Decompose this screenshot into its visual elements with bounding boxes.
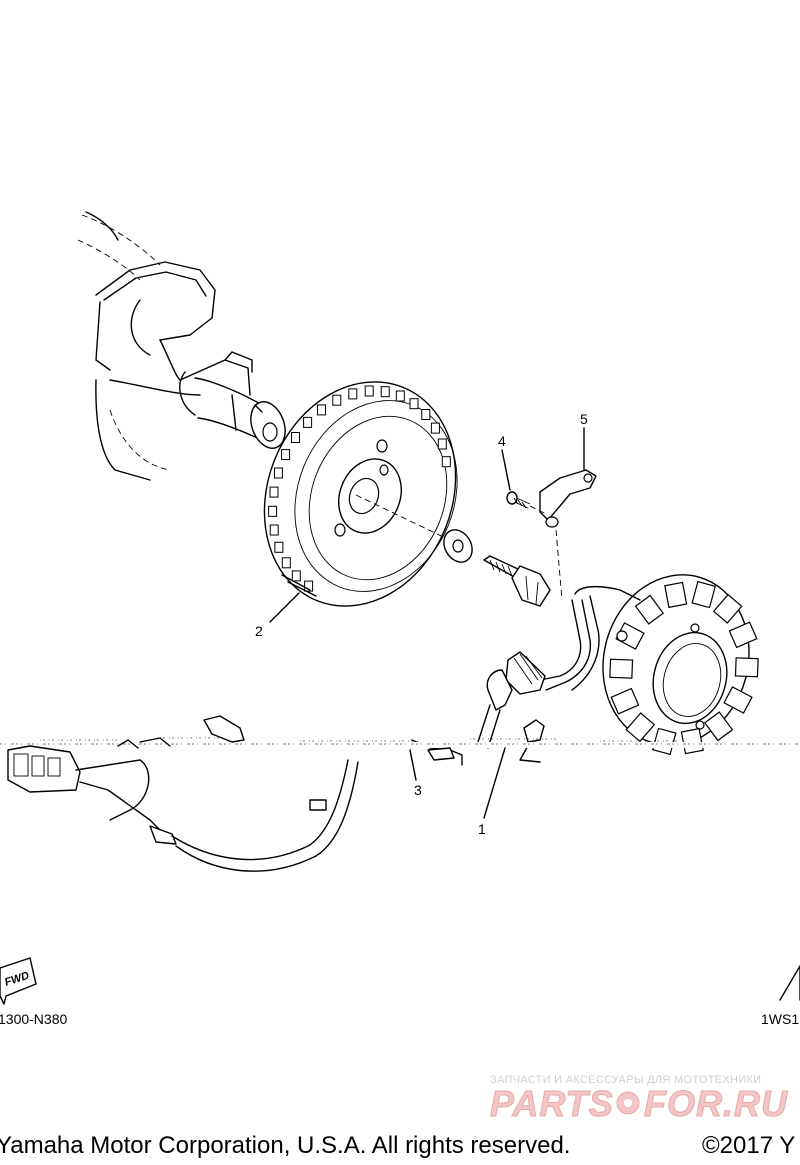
copyright-notice: Yamaha Motor Corporation, U.S.A. All rig…	[0, 1132, 570, 1159]
diagram-code-left: 1300-N380	[0, 1011, 67, 1027]
rotor-slot	[364, 385, 374, 397]
callout-4[interactable]: 4	[498, 433, 506, 449]
leader-line-screw	[501, 449, 511, 491]
rotor-slot	[409, 398, 419, 410]
watermark-tagline: ЗАПЧАСТИ И АКСЕССУАРЫ ДЛЯ МОТОТЕХНИКИ	[490, 1074, 761, 1086]
rotor-magnet-slots	[268, 385, 451, 592]
rotor-slot	[421, 409, 431, 420]
rotor-slot	[273, 467, 283, 479]
stator-coil	[634, 594, 665, 625]
rotor-slot	[303, 416, 313, 428]
rotor-slot	[281, 557, 291, 569]
rotor-slot	[441, 456, 451, 468]
diagram-code-right: 1WS1	[761, 1011, 799, 1027]
stator-coil	[664, 581, 688, 609]
rotor-slot	[317, 404, 326, 416]
watermark-brand-right: FOR.RU	[644, 1083, 788, 1124]
callout-2[interactable]: 2	[255, 623, 263, 639]
rotor-slot	[304, 580, 314, 592]
stator-coil	[625, 712, 656, 743]
stator-coil	[723, 686, 753, 714]
gear-icon	[616, 1091, 640, 1115]
stator-coil	[734, 657, 759, 678]
bolt-drawing	[443, 529, 551, 607]
copyright-year: ©2017 Y	[702, 1132, 795, 1159]
rotor-slot	[437, 438, 447, 450]
leader-line-stator	[483, 747, 506, 819]
stator-coil	[703, 711, 734, 742]
callout-1[interactable]: 1	[478, 821, 486, 837]
stator-coil	[691, 580, 716, 609]
rotor-slot	[380, 386, 390, 398]
lead-harness-drawing	[7, 715, 455, 872]
watermark-brand-left: PARTS	[490, 1083, 614, 1124]
rotor-slot	[348, 388, 358, 400]
fwd-direction-badge: FWD	[0, 957, 37, 1005]
callout-3[interactable]: 3	[414, 782, 422, 798]
rotor-slot	[395, 390, 405, 402]
rotor-slot	[281, 449, 291, 461]
stator-coils	[609, 580, 759, 756]
stator-coil	[712, 593, 743, 624]
watermark-logo: PARTS FOR.RU	[490, 1083, 788, 1125]
stator-coil	[728, 621, 758, 649]
stator-drawing	[411, 574, 759, 766]
stator-coil	[609, 658, 634, 679]
rotor-slot	[291, 432, 300, 443]
rotor-slot	[291, 570, 301, 582]
fwd-direction-badge-right	[779, 965, 800, 1001]
leader-line-rotor	[269, 592, 300, 623]
rotor-drawing	[263, 381, 458, 607]
screw-clamp-drawing	[506, 469, 597, 601]
crankshaft-drawing	[77, 211, 286, 481]
stator-coil	[610, 687, 640, 715]
rotor-slot	[430, 422, 440, 434]
leader-lines	[269, 427, 585, 819]
stator-coil	[680, 727, 704, 755]
rotor-slot	[269, 524, 279, 536]
callout-5[interactable]: 5	[580, 411, 588, 427]
rotor-slot	[274, 541, 284, 553]
rotor-slot	[332, 394, 342, 406]
leader-line-bolt	[409, 749, 417, 781]
rotor-slot	[269, 486, 279, 498]
rotor-slot	[268, 505, 278, 517]
